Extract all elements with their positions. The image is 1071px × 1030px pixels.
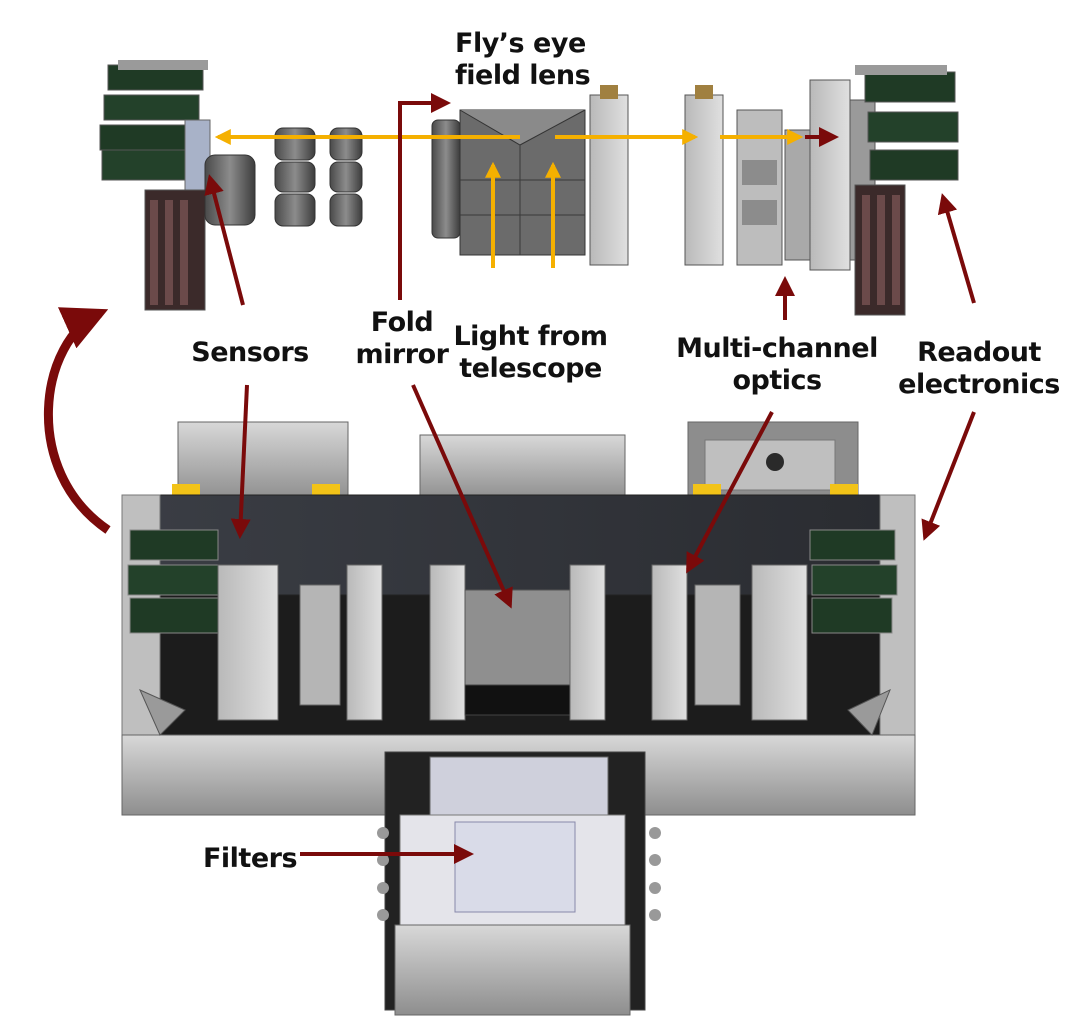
sensors-label: Sensors (191, 337, 309, 368)
callout-arrows (44, 93, 976, 864)
multi-channel-label-line1: Multi-channel (676, 333, 878, 364)
fold-mirror-label: Fold mirror (352, 307, 452, 371)
readout-stack-right (854, 65, 959, 316)
multi-channel-block (736, 109, 811, 266)
multi-channel-label-line2: optics (732, 365, 822, 396)
fold-mirror-label-line1: Fold (370, 307, 434, 338)
mount-block-1 (589, 85, 629, 266)
fold-mirror-label-line2: mirror (355, 339, 449, 370)
light-path (214, 129, 804, 268)
readout-label-line1: Readout (917, 337, 1041, 368)
multi-channel-bottom-arrow (686, 411, 774, 574)
lens-group-3 (329, 127, 363, 227)
filters-label: Filters (202, 843, 298, 874)
sensor-stack-left (99, 60, 211, 311)
multi-channel-label: Multi-channel optics (672, 333, 882, 397)
readout-label-line2: electronics (898, 369, 1060, 400)
fold-mirror-bottom-arrow (411, 384, 513, 609)
sensors-top-arrow (204, 174, 245, 306)
enclosure-center (419, 434, 626, 501)
light-label-line1: Light from (453, 321, 608, 352)
explode-curve-arrow (44, 307, 111, 534)
flys-eye-label-line1: Fly’s eye (455, 28, 586, 59)
mount-block-2 (684, 85, 724, 266)
flys-eye-label-line2: field lens (455, 60, 591, 91)
light-from-telescope-label: Light from telescope (448, 321, 613, 385)
filter-glass (454, 821, 576, 913)
flys-eye-label: Fly’s eye field lens (455, 28, 591, 92)
lens-group-2 (274, 127, 316, 227)
readout-top-arrow (937, 193, 976, 304)
exploded-assembly (99, 60, 959, 316)
readout-bottom-arrow (921, 411, 976, 541)
fold-mirror-block (464, 589, 571, 701)
sensors-bottom-arrow (230, 384, 251, 539)
readout-electronics-label: Readout electronics (894, 337, 1064, 401)
fold-mirror-top-arrow (398, 93, 451, 300)
flys-eye-lens (431, 109, 586, 256)
light-label-line2: telescope (459, 353, 602, 384)
